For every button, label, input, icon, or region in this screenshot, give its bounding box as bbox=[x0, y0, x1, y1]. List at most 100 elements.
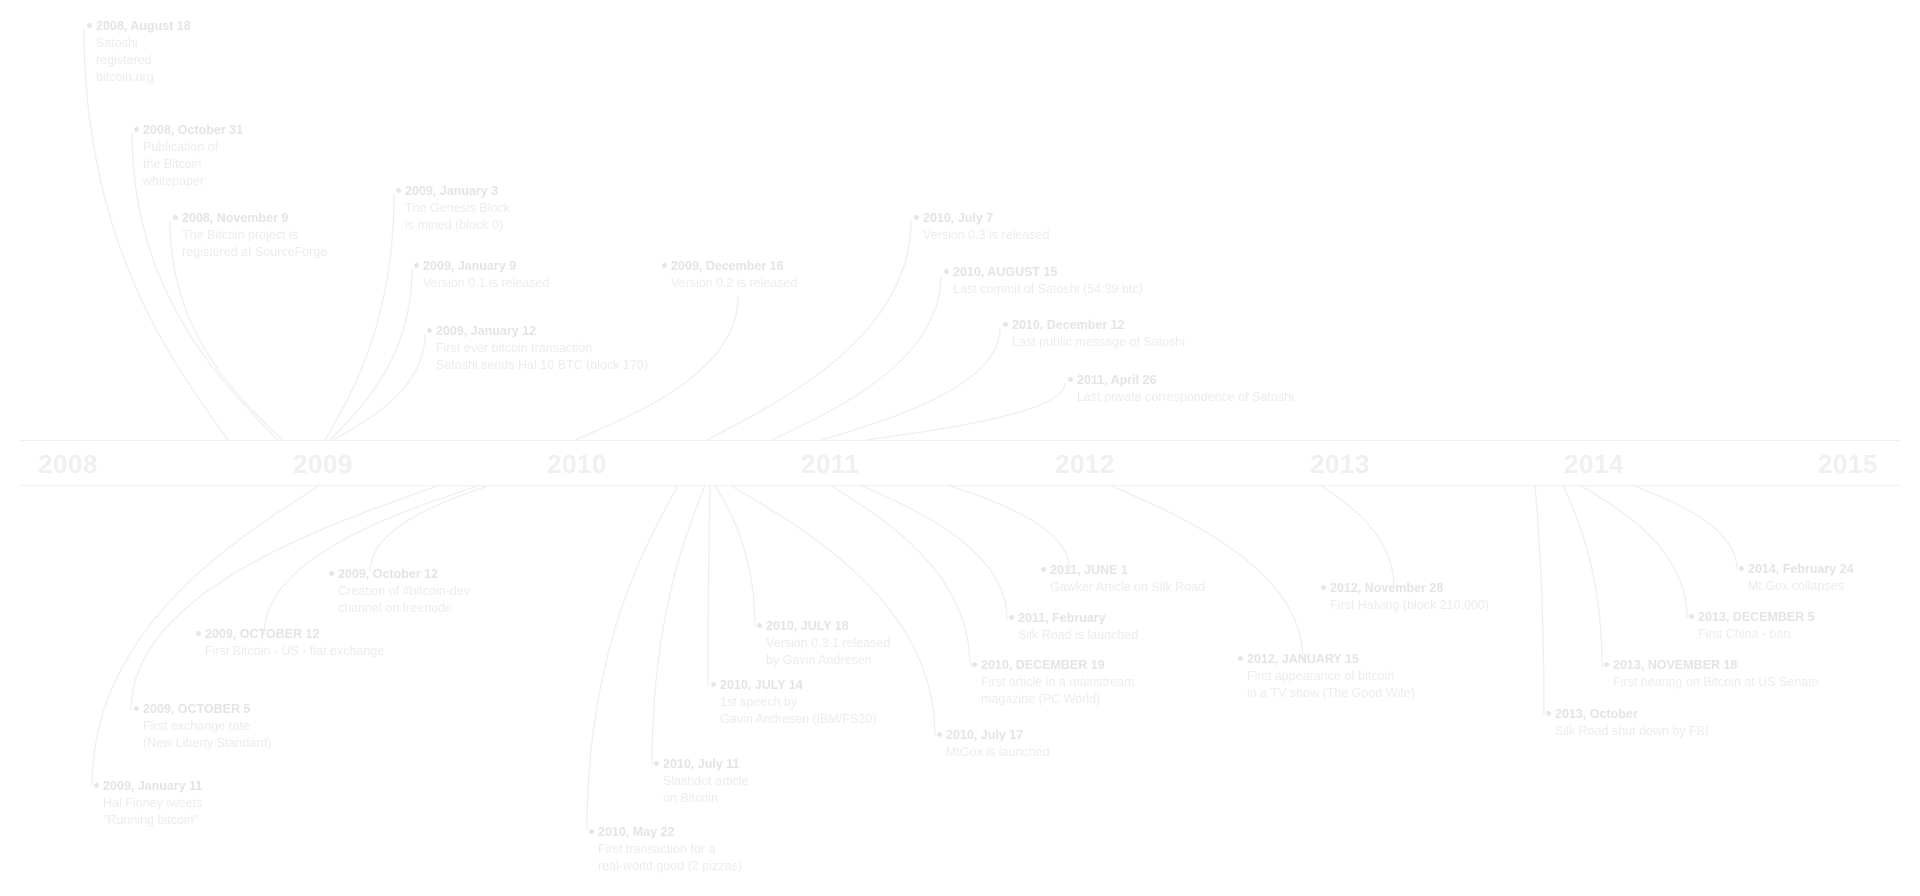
event-description: First Halving (block 210,000) bbox=[1330, 598, 1490, 612]
event-marker bbox=[662, 263, 667, 268]
event-date: 2013, DECEMBER 5 bbox=[1698, 610, 1815, 624]
event-date: 2011, February bbox=[1018, 611, 1106, 625]
event-date: 2008, November 9 bbox=[182, 211, 289, 225]
connector-curve bbox=[865, 382, 1066, 441]
timeline-event: 2008, November 9 The Bitcoin project is r… bbox=[173, 210, 328, 261]
connector-curve bbox=[1562, 484, 1603, 668]
connector-curve bbox=[651, 484, 706, 766]
connector-curve bbox=[771, 274, 942, 441]
connector-curve bbox=[707, 484, 711, 687]
event-date: 2009, OCTOBER 12 bbox=[205, 627, 320, 641]
event-date: 2012, November 28 bbox=[1330, 581, 1444, 595]
connector-curve bbox=[332, 333, 426, 441]
event-marker bbox=[329, 571, 334, 576]
connector-curve bbox=[324, 193, 395, 441]
year-label-2011: 2011 bbox=[801, 449, 860, 479]
timeline-event: 2008, October 31 Publication of the Bitco… bbox=[134, 122, 244, 190]
event-date: 2010, July 17 bbox=[946, 728, 1024, 742]
event-date: 2010, AUGUST 15 bbox=[953, 265, 1058, 279]
event-marker bbox=[1041, 567, 1046, 572]
event-date: 2010, July 11 bbox=[663, 757, 740, 771]
event-marker bbox=[757, 623, 762, 628]
connector-curve bbox=[83, 28, 229, 441]
event-description: Silk Road shut down by FBI bbox=[1555, 724, 1709, 738]
event-marker bbox=[1238, 656, 1243, 661]
event-marker bbox=[1068, 377, 1073, 382]
year-label-2014: 2014 bbox=[1564, 449, 1624, 479]
event-date: 2010, DECEMBER 19 bbox=[981, 658, 1105, 672]
event-description: Slashdot article on Bitcoin bbox=[663, 774, 749, 805]
year-label-2015: 2015 bbox=[1818, 449, 1878, 479]
event-date: 2009, January 9 bbox=[423, 259, 517, 273]
event-marker bbox=[134, 706, 139, 711]
event-date: 2010, May 22 bbox=[598, 825, 675, 839]
event-marker bbox=[1546, 711, 1551, 716]
timeline-event: 2010, DECEMBER 19 First article in a main… bbox=[972, 657, 1135, 708]
event-description: The Bitcoin project is registered at Sou… bbox=[182, 228, 328, 259]
event-description: MtGox is launched bbox=[946, 745, 1050, 759]
event-marker bbox=[972, 662, 977, 667]
event-date: 2010, JULY 18 bbox=[766, 619, 849, 633]
connector-curve bbox=[859, 484, 1008, 620]
timeline-event: 2012, November 28 First Halving (block 21… bbox=[1321, 580, 1490, 614]
event-marker bbox=[914, 215, 919, 220]
event-description: Last public message of Satoshi bbox=[1012, 335, 1186, 349]
connector-curve bbox=[706, 220, 912, 441]
event-date: 2011, JUNE 1 bbox=[1050, 563, 1128, 577]
connector-curve bbox=[1631, 484, 1738, 571]
connector-curve bbox=[729, 484, 936, 736]
event-date: 2010, JULY 14 bbox=[720, 678, 803, 692]
event-description: First China - ban bbox=[1698, 627, 1791, 641]
event-marker bbox=[944, 269, 949, 274]
connector-curve bbox=[947, 484, 1071, 572]
event-marker bbox=[173, 215, 178, 220]
event-description: Publication of the Bitcoin whitepaper bbox=[143, 140, 219, 188]
event-date: 2008, August 18 bbox=[96, 19, 191, 33]
connector-curve bbox=[1534, 484, 1545, 717]
event-description: First exchange rate (New Liberty Standar… bbox=[143, 719, 272, 750]
event-marker bbox=[87, 23, 92, 28]
event-marker bbox=[1739, 566, 1744, 571]
timeline-event: 2010, May 22 First transaction for a real… bbox=[589, 824, 742, 875]
event-marker bbox=[654, 761, 659, 766]
connector-curve bbox=[131, 132, 279, 441]
connector-curve bbox=[1319, 484, 1395, 589]
event-date: 2009, January 3 bbox=[405, 184, 499, 198]
event-description: First transaction for a real-world good … bbox=[598, 842, 742, 873]
event-marker bbox=[1604, 662, 1609, 667]
event-description: Mt.Gox collapses bbox=[1748, 579, 1844, 593]
event-marker bbox=[1321, 585, 1326, 590]
event-date: 2008, October 31 bbox=[143, 123, 244, 137]
event-description: Satoshi registered bitcoin.org bbox=[96, 36, 154, 84]
timeline-event: 2008, August 18 Satoshi registered bitcoi… bbox=[87, 18, 191, 86]
event-date: 2013, October bbox=[1555, 707, 1638, 721]
timeline-event: 2010, July 11 Slashdot article on Bitcoin bbox=[654, 756, 749, 807]
event-date: 2012, JANUARY 15 bbox=[1247, 652, 1359, 666]
connector-curve bbox=[1109, 484, 1304, 661]
year-label-2009: 2009 bbox=[293, 449, 353, 479]
event-description: Version 0.1 is released bbox=[423, 276, 550, 290]
event-marker bbox=[711, 682, 716, 687]
connector-curve bbox=[329, 268, 413, 441]
event-description: First article in a mainstream magazine (… bbox=[981, 675, 1135, 706]
event-marker bbox=[1003, 322, 1008, 327]
event-marker bbox=[937, 732, 942, 737]
event-marker bbox=[427, 328, 432, 333]
event-description: Hal Finney tweets "Running bitcoin" bbox=[103, 796, 203, 827]
event-date: 2013, NOVEMBER 18 bbox=[1613, 658, 1738, 672]
